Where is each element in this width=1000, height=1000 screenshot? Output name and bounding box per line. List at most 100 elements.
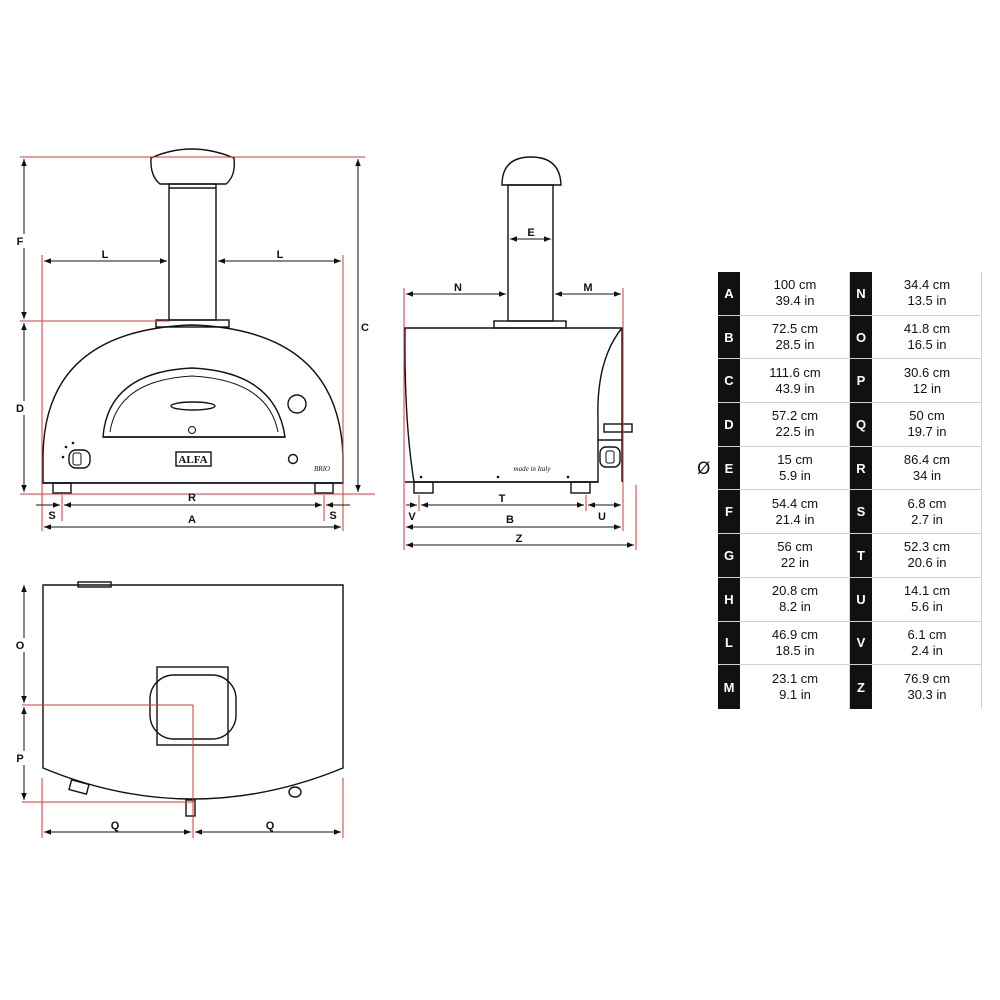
label-n: N (454, 282, 462, 294)
row-letter: U (850, 577, 872, 621)
row-letter: E (718, 446, 740, 490)
made-in-tag: made in Italy (514, 465, 552, 473)
label-q-right: Q (266, 820, 275, 832)
label-r: R (188, 492, 196, 504)
front-view (42, 148, 344, 494)
value-cm: 30.6 cm (903, 364, 951, 380)
value-in: 39.4 in (775, 293, 815, 309)
label-t: T (499, 493, 506, 505)
table-frame-right (850, 272, 982, 709)
row-letter: T (850, 534, 872, 577)
value-in: 13.5 in (907, 293, 947, 309)
door-handle (170, 401, 216, 411)
value-cm: 46.9 cm (771, 626, 819, 642)
label-c: C (361, 322, 369, 334)
side-knob (599, 446, 621, 468)
label-a: A (188, 514, 196, 526)
top-knob (68, 778, 90, 796)
value-cm: 86.4 cm (903, 452, 951, 468)
value-in: 22 in (780, 555, 810, 571)
row-letter: H (718, 577, 740, 621)
row-letter: D (718, 403, 740, 446)
top-front-lip (77, 581, 112, 588)
row-letter: G (718, 534, 740, 577)
row-letter: V (850, 621, 872, 665)
gas-knob (68, 449, 91, 469)
front-dimensions: F D C L L R A S S (14, 156, 375, 531)
value-cm: 6.1 cm (907, 626, 947, 642)
value-cm: 57.2 cm (771, 408, 819, 424)
side-bracket (603, 423, 633, 433)
label-p: P (16, 753, 23, 765)
value-in: 8.2 in (779, 599, 811, 615)
model-text: BRIO (314, 465, 330, 473)
value-in: 34 in (912, 468, 942, 484)
value-in: 2.7 in (911, 511, 943, 527)
value-in: 21.4 in (775, 511, 815, 527)
oven-dome (42, 324, 344, 484)
top-rear-connector (185, 799, 196, 817)
side-foot-left (413, 481, 434, 494)
brand-text: ALFA (178, 454, 207, 466)
value-in: 19.7 in (907, 424, 947, 440)
top-side-knob (288, 786, 302, 798)
value-cm: 100 cm (773, 277, 817, 293)
side-foot-right (570, 481, 591, 494)
label-e: E (527, 227, 534, 239)
top-dimensions: O P Q Q (14, 585, 344, 838)
value-cm: 56 cm (777, 539, 813, 555)
value-cm: 72.5 cm (771, 321, 819, 337)
side-chimney-pipe (507, 184, 554, 322)
value-in: 5.6 in (911, 599, 943, 615)
side-base-plate (493, 320, 567, 329)
row-letter: C (718, 359, 740, 403)
label-v: V (408, 511, 416, 523)
row-letter: A (718, 272, 740, 315)
side-view (404, 156, 633, 494)
value-cm: 20.8 cm (771, 583, 819, 599)
value-cm: 76.9 cm (903, 671, 951, 687)
chimney-pipe (168, 183, 217, 321)
label-m: M (583, 282, 592, 294)
foot-right (314, 482, 334, 494)
ignition-button (287, 453, 299, 465)
value-cm: 34.4 cm (903, 277, 951, 293)
label-d: D (16, 403, 24, 415)
label-s-left: S (48, 510, 55, 522)
label-l-left: L (102, 249, 109, 261)
row-letter: O (850, 315, 872, 359)
label-l-right: L (277, 249, 284, 261)
value-cm: 23.1 cm (771, 671, 819, 687)
row-letter: F (718, 490, 740, 534)
value-in: 20.6 in (907, 555, 947, 571)
label-f: F (17, 236, 24, 248)
top-body (42, 584, 344, 800)
chimney-base-plate (155, 319, 230, 328)
